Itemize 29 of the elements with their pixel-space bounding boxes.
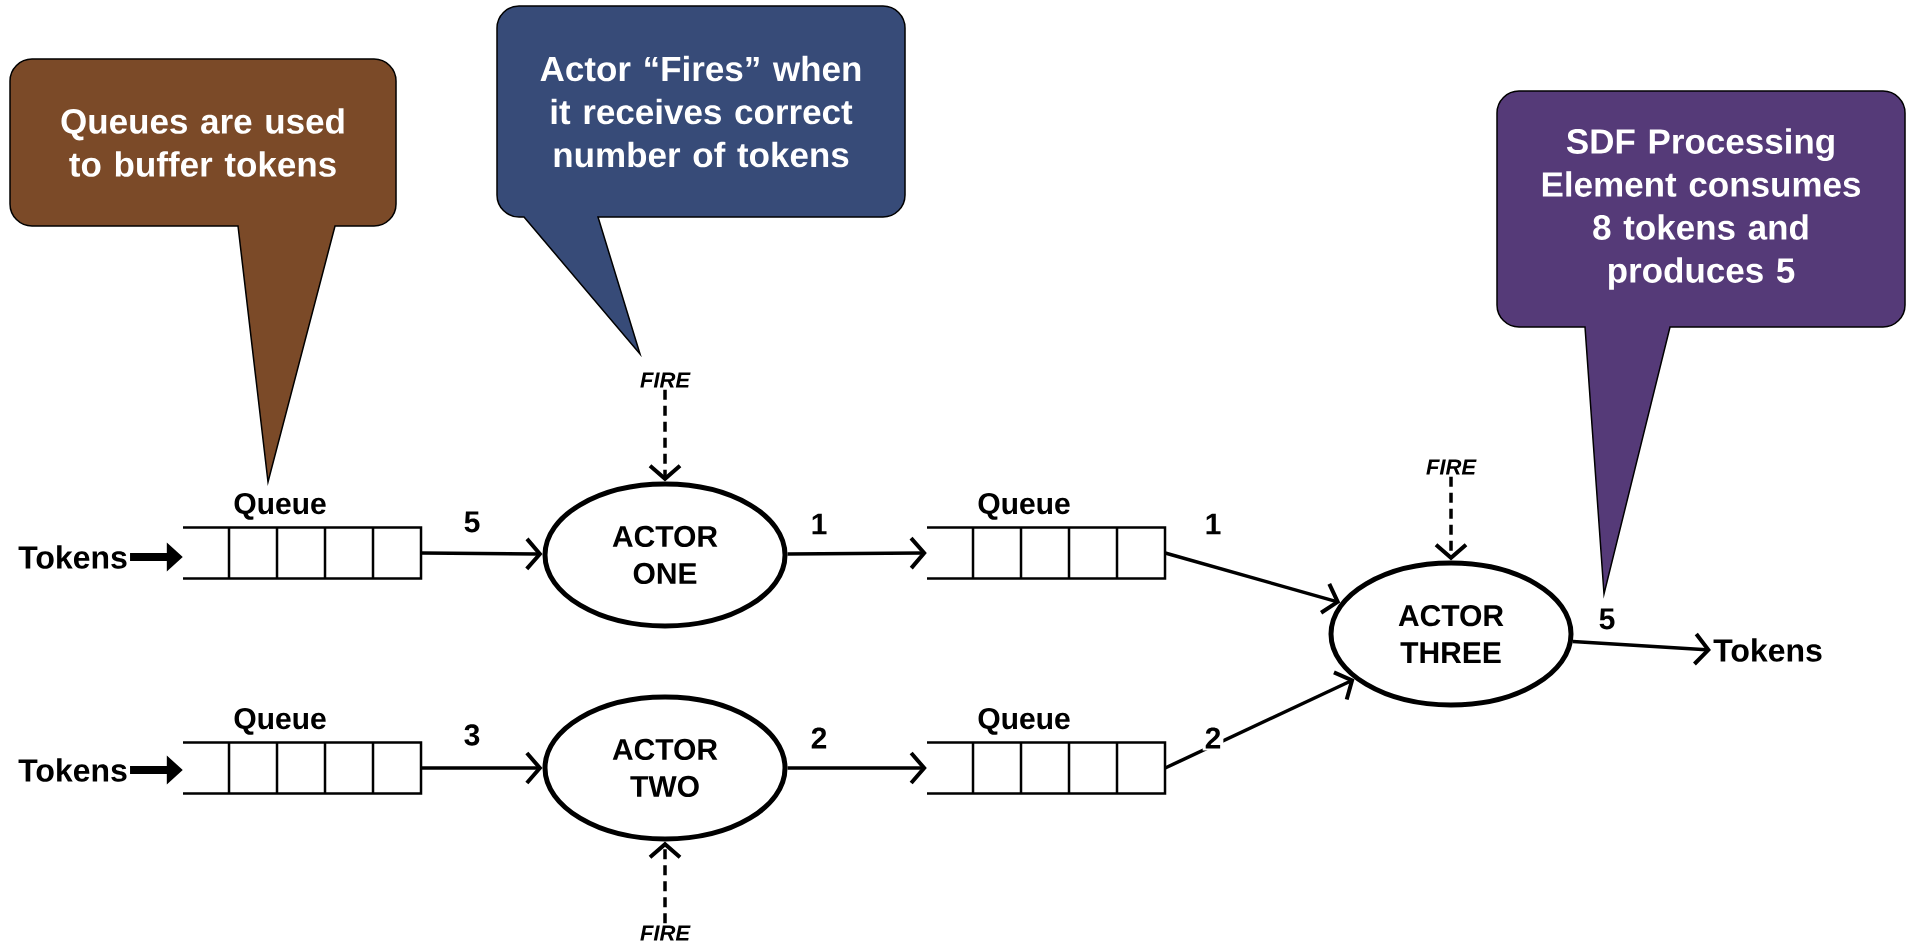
arrow [421,537,543,571]
arrow [648,841,682,924]
arrow [1434,476,1468,561]
edge-label: 1 [808,511,830,537]
arrow [787,536,927,570]
edge-label: 3 [461,722,483,748]
edge-label: 2 [1202,725,1224,751]
label: Tokens [18,758,127,782]
edge-label: 5 [461,509,483,535]
callout: Actor “Fires” when it receives correct number of tokens [496,5,906,355]
arrow [648,389,682,482]
arrow [787,751,927,785]
arrow [421,751,543,785]
edge-label: 2 [808,725,830,751]
label: Tokens [1713,638,1822,662]
callout: Queues are used to buffer tokens [9,58,397,483]
arrow [1572,632,1711,666]
label: Tokens [18,545,127,569]
fire-label: FIRE [640,372,691,388]
edge-label: 1 [1202,511,1224,537]
fire-label: FIRE [1426,459,1477,475]
queue: Queue [925,492,1167,580]
queue: Queue [181,707,423,795]
edge-label: 5 [1596,606,1618,632]
arrow [1164,551,1341,615]
fire-label: FIRE [640,925,691,941]
queue: Queue [181,492,423,580]
queue: Queue [925,707,1167,795]
arrow [1164,670,1355,770]
